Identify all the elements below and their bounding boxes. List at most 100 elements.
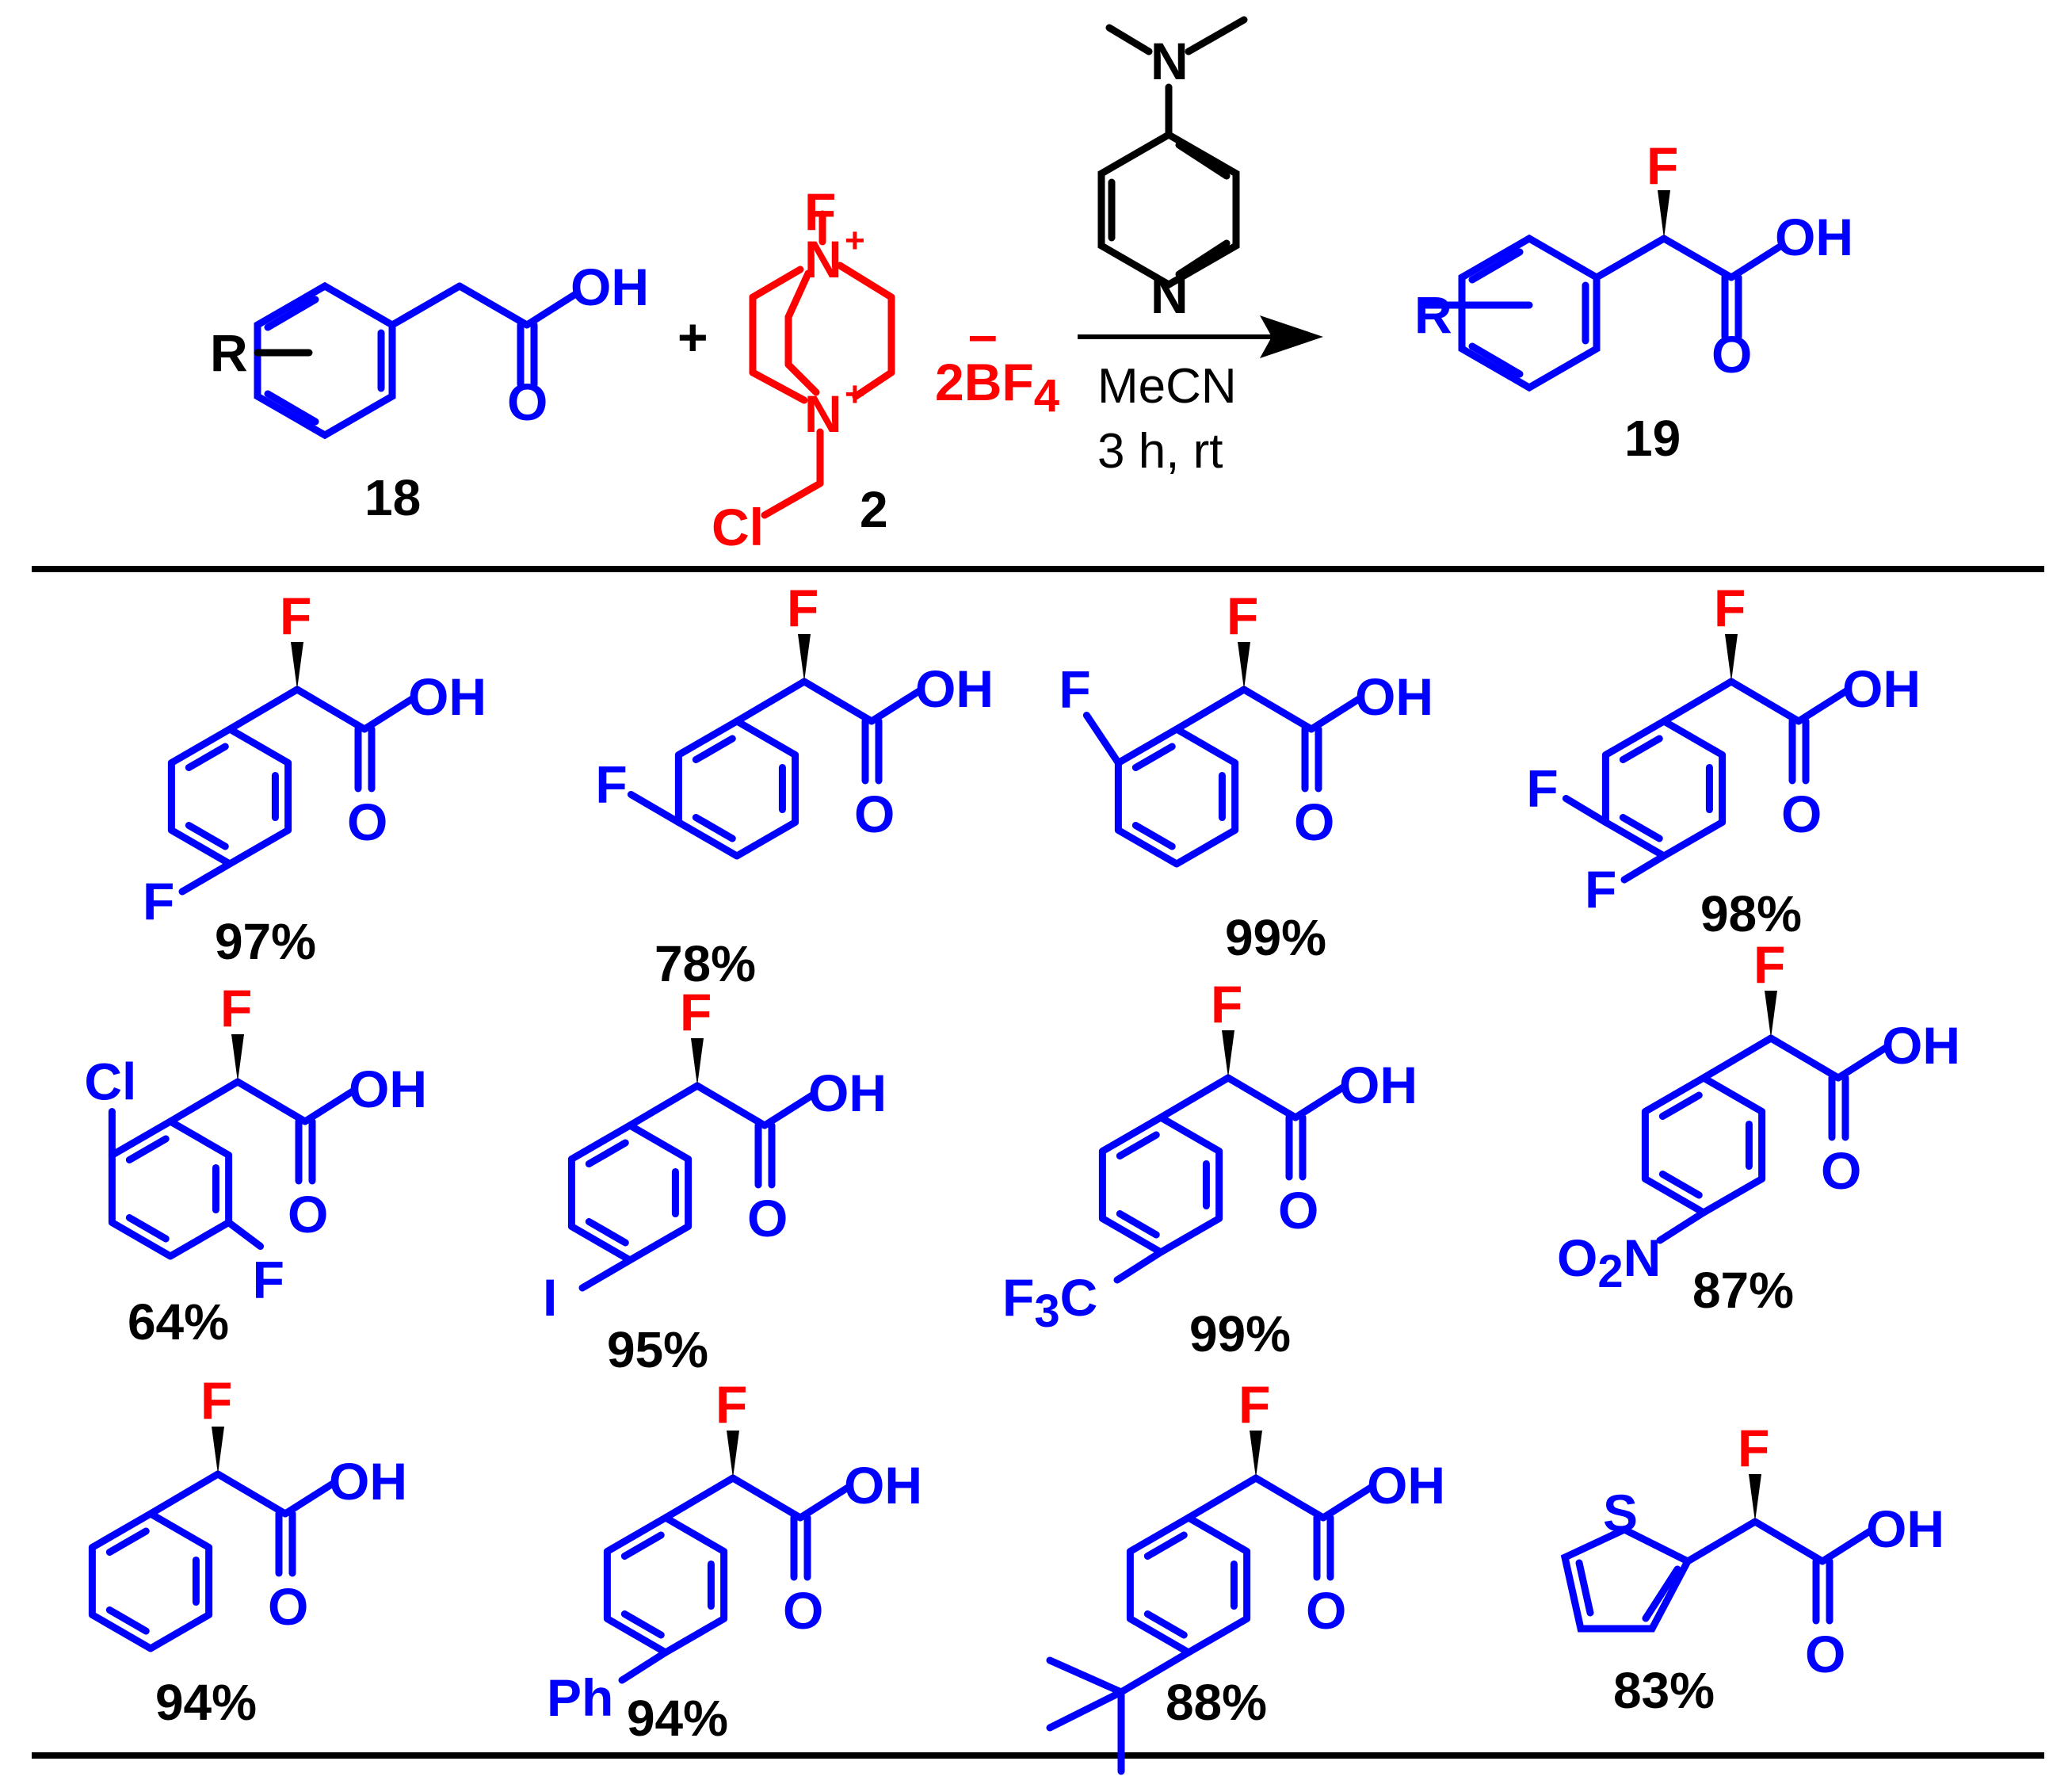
dmap-pyridine-nitrogen: N bbox=[1150, 265, 1189, 324]
hydroxyl-label: OH bbox=[808, 1064, 887, 1122]
hydroxyl-label: OH bbox=[570, 258, 649, 316]
yield-label: 94% bbox=[627, 1690, 728, 1747]
hydroxyl-label: OH bbox=[1866, 1499, 1944, 1558]
carbonyl-oxygen: O bbox=[1821, 1141, 1861, 1200]
reagent-fluorine: F bbox=[804, 182, 836, 241]
alpha-fluorine: F bbox=[715, 1375, 747, 1434]
meta-substituent: F bbox=[1526, 759, 1558, 818]
alpha-fluorine: F bbox=[1753, 935, 1785, 994]
carbonyl-oxygen: O bbox=[1781, 785, 1822, 843]
yield-label: 94% bbox=[155, 1674, 257, 1731]
carbonyl-oxygen: O bbox=[288, 1185, 328, 1243]
hydroxyl-label: OH bbox=[408, 667, 487, 726]
cf3-carbon: C bbox=[1060, 1268, 1098, 1327]
product-p11: F OH O 88% bbox=[1046, 1375, 1445, 1775]
compound-number-19: 19 bbox=[1624, 410, 1681, 467]
product-fluorine: F bbox=[1647, 136, 1678, 195]
nitro-group: O2N bbox=[1557, 1228, 1661, 1297]
reagent-charge-bottom: + bbox=[845, 375, 865, 414]
product-19: R F OH O 19 bbox=[1414, 136, 1853, 467]
product-p6: F OH O I 95% bbox=[543, 983, 887, 1378]
yield-label: 88% bbox=[1166, 1674, 1267, 1731]
ortho-chloro: Cl bbox=[84, 1052, 136, 1111]
plus-sign: + bbox=[677, 308, 708, 366]
carbonyl-oxygen: O bbox=[1278, 1181, 1318, 1240]
yield-label: 95% bbox=[607, 1321, 708, 1378]
reagent-nitrogen-top: N bbox=[804, 230, 842, 288]
alpha-fluorine: F bbox=[200, 1371, 232, 1430]
hydroxyl-label: OH bbox=[1842, 659, 1921, 718]
alpha-fluorine: F bbox=[1238, 1375, 1270, 1434]
compound-number-2: 2 bbox=[860, 481, 888, 538]
hydroxyl-label: OH bbox=[1367, 1456, 1445, 1515]
yield-label: 64% bbox=[128, 1293, 229, 1350]
alpha-fluorine: F bbox=[680, 983, 712, 1041]
carbonyl-oxygen: O bbox=[854, 785, 895, 843]
alpha-fluorine: F bbox=[1738, 1419, 1769, 1477]
para-substituent: F bbox=[1585, 860, 1616, 919]
hydroxyl-label: OH bbox=[329, 1452, 407, 1511]
product-p7: F OH O F3C 99% bbox=[1002, 975, 1418, 1362]
reactant-18: R OH O 18 bbox=[210, 258, 649, 526]
yield-label: 97% bbox=[215, 913, 316, 970]
reagent-chlorine: Cl bbox=[712, 498, 764, 556]
thiophene-sulfur: S bbox=[1603, 1484, 1638, 1542]
reaction-arrow bbox=[1078, 315, 1323, 358]
para-substituent: F bbox=[143, 872, 174, 930]
reagent-nitrogen-bottom: N bbox=[804, 384, 842, 443]
hydroxyl-label: OH bbox=[1339, 1056, 1418, 1114]
hydroxyl-label: OH bbox=[844, 1456, 922, 1515]
ortho-fluoro: F bbox=[253, 1251, 284, 1309]
carbonyl-oxygen: O bbox=[1805, 1625, 1845, 1683]
product-p2: F OH O F 78% bbox=[595, 579, 994, 992]
hydroxyl-label: OH bbox=[915, 659, 994, 718]
reagent-charge-top: + bbox=[845, 221, 865, 260]
hydroxyl-label: OH bbox=[1882, 1016, 1960, 1075]
yield-label: 78% bbox=[654, 935, 756, 992]
carbonyl-oxygen: O bbox=[747, 1189, 788, 1247]
product-p12: S F OH O 83% bbox=[1560, 1419, 1944, 1719]
yield-label: 99% bbox=[1225, 909, 1326, 966]
yield-label: 99% bbox=[1189, 1305, 1291, 1362]
product-hydroxyl: OH bbox=[1775, 208, 1853, 266]
carbonyl-oxygen: O bbox=[347, 793, 387, 851]
counterion-charge: – bbox=[968, 305, 998, 364]
tetrafluoroborate-counterion: 2BF4 bbox=[935, 353, 1059, 422]
product-p8: F OH O O2N 87% bbox=[1557, 935, 1960, 1319]
yield-label: 87% bbox=[1692, 1262, 1794, 1319]
carbonyl-oxygen: O bbox=[507, 372, 548, 431]
hydroxyl-label: OH bbox=[349, 1060, 427, 1118]
alpha-fluorine: F bbox=[1714, 579, 1746, 637]
alpha-fluorine: F bbox=[220, 979, 252, 1037]
meta-substituent: F bbox=[595, 755, 627, 814]
solvent-label: MeCN bbox=[1097, 359, 1237, 414]
cf3-subscript: 3 bbox=[1034, 1285, 1059, 1337]
trifluoromethyl: F3C bbox=[1002, 1268, 1097, 1337]
alpha-fluorine: F bbox=[1211, 975, 1242, 1033]
carbonyl-oxygen: O bbox=[1294, 793, 1334, 851]
carbonyl-oxygen: O bbox=[1306, 1581, 1346, 1640]
conditions-label: 3 h, rt bbox=[1097, 424, 1223, 479]
yield-label: 83% bbox=[1613, 1662, 1715, 1719]
compound-number-18: 18 bbox=[364, 469, 421, 526]
hydroxyl-label: OH bbox=[1355, 667, 1433, 726]
nitro-nitrogen: N bbox=[1624, 1228, 1662, 1287]
carbonyl-oxygen: O bbox=[783, 1581, 823, 1640]
yield-label: 98% bbox=[1700, 885, 1802, 942]
para-substituent: I bbox=[543, 1268, 557, 1327]
product-carbonyl-oxygen: O bbox=[1711, 325, 1752, 384]
ortho-substituent: F bbox=[1059, 660, 1090, 719]
dmap-catalyst: N N bbox=[1097, 16, 1248, 324]
product-r-substituent: R bbox=[1414, 285, 1452, 344]
selectfluor-reagent-2: F N + N + Cl 2 2BF4 – bbox=[712, 182, 1059, 556]
nitro-subscript: 2 bbox=[1597, 1246, 1623, 1297]
alpha-fluorine: F bbox=[787, 579, 818, 637]
